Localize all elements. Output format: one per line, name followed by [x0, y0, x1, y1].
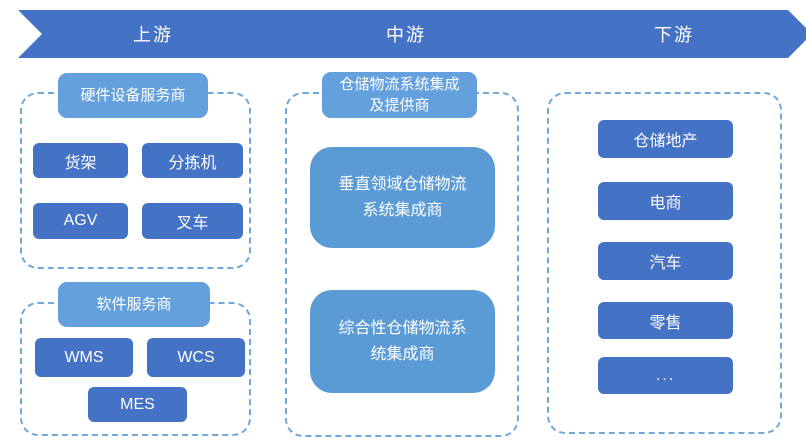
downstream-label: 仓储地产: [633, 133, 698, 150]
item-label: 分拣机: [168, 154, 217, 172]
downstream-label: 零售: [649, 314, 682, 332]
stage-chevron-downstream: 下游: [524, 10, 806, 58]
midstream-group-header: 仓储物流系统集成及提供商: [322, 72, 477, 118]
stage-label-downstream: 下游: [654, 25, 694, 45]
hardware-group-title: 硬件设备服务商: [80, 87, 186, 104]
software-group-title: 软件服务商: [96, 296, 172, 313]
item-box-wms: WMS: [35, 338, 133, 377]
downstream-box-warehouse-realty: 仓储地产: [598, 120, 733, 158]
item-label: AGV: [63, 212, 98, 229]
downstream-box-more: ...: [598, 357, 733, 394]
item-box-shelving: 货架: [33, 143, 128, 178]
hardware-group-header: 硬件设备服务商: [58, 73, 208, 118]
downstream-box-automobile: 汽车: [598, 242, 733, 280]
stage-label-midstream: 中游: [386, 25, 426, 45]
item-box-agv: AGV: [33, 203, 128, 239]
downstream-label: 汽车: [649, 255, 682, 272]
panel-general-integrator: 综合性仓储物流系统集成商: [310, 290, 495, 393]
item-box-forklift: 叉车: [142, 203, 243, 239]
stage-chevron-upstream: 上游: [18, 10, 276, 58]
item-box-sorter: 分拣机: [142, 143, 243, 178]
item-box-mes: MES: [88, 387, 187, 422]
item-label: 货架: [64, 154, 97, 172]
software-group-header: 软件服务商: [58, 282, 210, 327]
item-label: MES: [120, 395, 155, 413]
stage-label-upstream: 上游: [133, 25, 173, 45]
panel-vertical-integrator: 垂直领域仓储物流系统集成商: [310, 147, 495, 248]
panel-label: 综合性仓储物流系统集成商: [338, 319, 467, 363]
downstream-box-ecommerce: 电商: [598, 182, 733, 220]
downstream-box-retail: 零售: [598, 302, 733, 339]
item-label: WCS: [177, 348, 215, 366]
stage-chevron-midstream: 中游: [246, 10, 554, 58]
hardware-group-container: [20, 92, 251, 269]
item-box-wcs: WCS: [147, 338, 245, 377]
item-label: WMS: [64, 348, 104, 366]
downstream-group-container: [547, 92, 782, 434]
item-label: 叉车: [176, 215, 209, 232]
panel-label: 垂直领域仓储物流系统集成商: [338, 175, 467, 219]
downstream-label: 电商: [649, 195, 682, 212]
midstream-group-title: 仓储物流系统集成及提供商: [339, 76, 460, 114]
downstream-label: ...: [655, 366, 676, 384]
